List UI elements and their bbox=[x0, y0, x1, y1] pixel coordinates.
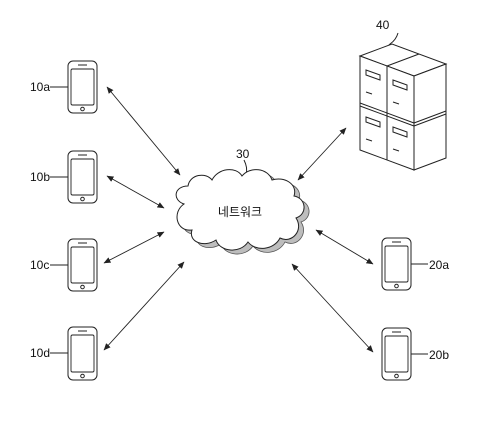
server-ref-label: 40 bbox=[376, 18, 390, 32]
client-20a: 20a bbox=[381, 237, 449, 291]
network-label: 네트워크 bbox=[218, 205, 262, 219]
terminal-10d: 10d bbox=[30, 326, 98, 381]
connections bbox=[103, 86, 374, 353]
link-10b-network bbox=[106, 175, 165, 209]
terminal-ref-label: 10b bbox=[30, 170, 50, 184]
terminal-10c: 10c bbox=[30, 238, 98, 292]
link-network-20a bbox=[315, 229, 374, 265]
client-ref-label: 20b bbox=[429, 348, 449, 362]
link-10a-network bbox=[106, 86, 181, 176]
client-ref-label: 20a bbox=[429, 258, 449, 272]
network-ref-label: 30 bbox=[236, 147, 250, 161]
cloud-shape bbox=[175, 169, 305, 251]
client-20b: 20b bbox=[381, 327, 449, 381]
terminal-ref-label: 10c bbox=[30, 258, 49, 272]
link-network-server bbox=[297, 127, 347, 181]
link-10d-network bbox=[103, 261, 185, 351]
link-10c-network bbox=[103, 231, 165, 264]
terminal-10b: 10b bbox=[30, 150, 98, 204]
server-rack: 40 bbox=[358, 18, 448, 171]
network-cloud: 30 네트워크 bbox=[175, 147, 310, 255]
link-network-20b bbox=[291, 263, 374, 353]
terminal-ref-label: 10d bbox=[30, 346, 50, 360]
terminal-10a: 10a bbox=[30, 60, 98, 114]
terminal-ref-label: 10a bbox=[30, 80, 50, 94]
